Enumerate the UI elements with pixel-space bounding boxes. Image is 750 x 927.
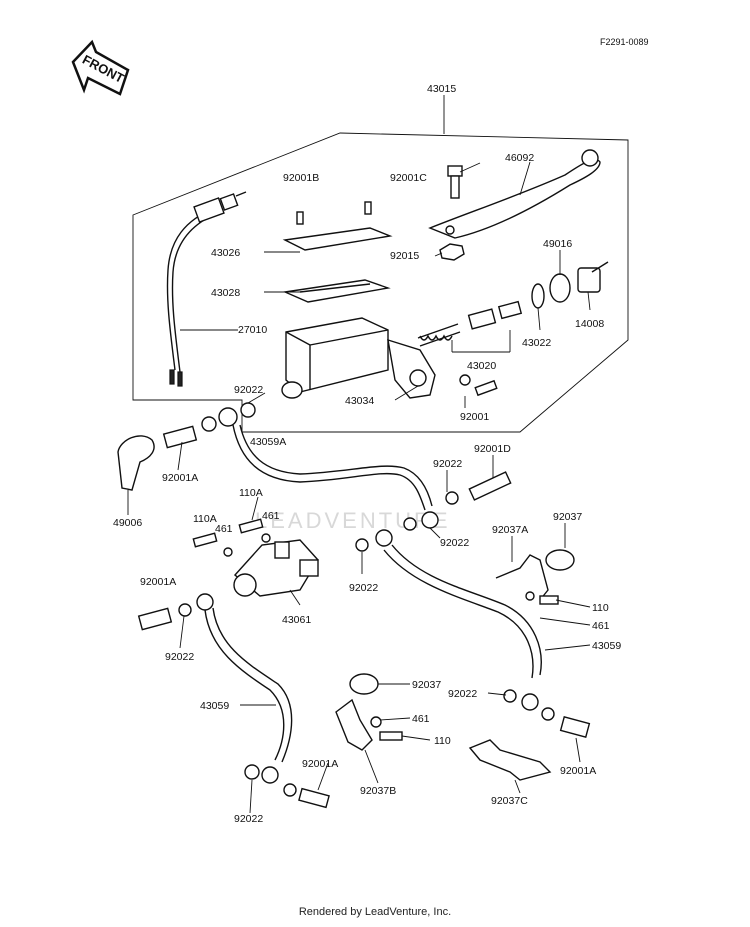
- master-cylinder-body: [281, 317, 436, 399]
- label-43020: 43020: [467, 360, 496, 372]
- assembly-boundary: [132, 132, 629, 433]
- brake-hose-upper: [232, 424, 439, 531]
- label-92001a-c: 92001A: [302, 758, 338, 770]
- label-43061: 43061: [282, 614, 311, 626]
- label-92001a-b: 92001A: [140, 576, 176, 588]
- part-labels: 43015 46092 92001B 92001C 43026 92015 49…: [113, 83, 621, 825]
- diaphragm: [282, 279, 391, 303]
- label-92022-a: 92022: [234, 384, 263, 396]
- grommet-a: [545, 549, 575, 571]
- label-92001d: 92001D: [474, 443, 511, 455]
- label-49016: 49016: [543, 238, 572, 250]
- pivot-bolt: [447, 165, 463, 199]
- label-461-b: 461: [215, 523, 233, 535]
- brake-lever: [428, 149, 601, 239]
- label-92001a-d: 92001A: [560, 765, 596, 777]
- crush-washer: [240, 402, 256, 418]
- mount-bolt-110a: [192, 532, 218, 548]
- hose-clamp-c: [468, 739, 552, 781]
- footer-credit: Rendered by LeadVenture, Inc.: [298, 906, 452, 918]
- label-92022-g: 92022: [234, 813, 263, 825]
- label-110a-b: 110A: [193, 513, 217, 525]
- banjo-bolt: [162, 425, 198, 449]
- label-46092: 46092: [505, 152, 534, 164]
- label-92022-c: 92022: [440, 537, 469, 549]
- label-43026: 43026: [211, 247, 240, 259]
- label-43059a: 43059A: [250, 436, 286, 448]
- label-92022-f: 92022: [448, 688, 477, 700]
- rubber-cap: [117, 435, 155, 491]
- pivot-nut: [439, 243, 465, 261]
- front-arrow-icon: FRONT: [71, 39, 130, 96]
- label-43015: 43015: [427, 83, 456, 95]
- label-27010: 27010: [238, 324, 267, 336]
- label-43022: 43022: [522, 337, 551, 349]
- figure-id: F2291-0089: [600, 37, 649, 47]
- label-92037-a: 92037: [553, 511, 582, 523]
- leader-lines: [127, 161, 591, 814]
- label-92022-d: 92022: [349, 582, 378, 594]
- label-92037a: 92037A: [492, 524, 528, 536]
- cap-screws: [296, 201, 372, 225]
- label-92022-e: 92022: [165, 651, 194, 663]
- brake-joint: [233, 539, 319, 597]
- label-110-a: 110: [592, 602, 609, 614]
- dust-boot-parts: [531, 261, 609, 309]
- brake-hose-right: [355, 529, 542, 711]
- hose-clamp-a: [495, 554, 549, 601]
- piston-kit: [417, 300, 523, 353]
- watermark: LEADVENTURE: [255, 508, 451, 533]
- label-110a-a: 110A: [239, 487, 263, 499]
- label-92037c: 92037C: [491, 795, 528, 807]
- brake-switch-cable: [166, 191, 247, 387]
- brake-hose-left: [196, 593, 293, 784]
- grommet-b: [349, 673, 379, 695]
- label-92037b: 92037B: [360, 785, 396, 797]
- label-49006: 49006: [113, 517, 142, 529]
- label-461-d: 461: [412, 713, 430, 725]
- label-92001: 92001: [460, 411, 489, 423]
- label-43059-b: 43059: [200, 700, 229, 712]
- lever-holder-bolts: [459, 374, 498, 397]
- label-92001a-a: 92001A: [162, 472, 198, 484]
- label-92022-b: 92022: [433, 458, 462, 470]
- label-461-a: 461: [262, 510, 280, 522]
- banjo-bolt-d: [468, 471, 512, 501]
- reservoir-cap: [282, 227, 393, 251]
- label-110-b: 110: [434, 735, 451, 747]
- banjo-bolt-right: [559, 716, 591, 738]
- label-461-c: 461: [592, 620, 610, 632]
- label-14008: 14008: [575, 318, 604, 330]
- label-92001c: 92001C: [390, 172, 427, 184]
- hose-clamp-b: [335, 698, 373, 751]
- label-43028: 43028: [211, 287, 240, 299]
- label-43059-a: 43059: [592, 640, 621, 652]
- label-92037-b: 92037: [412, 679, 441, 691]
- label-92001b: 92001B: [283, 172, 319, 184]
- banjo-bolt-left: [137, 607, 173, 631]
- label-92015: 92015: [390, 250, 419, 262]
- label-43034: 43034: [345, 395, 374, 407]
